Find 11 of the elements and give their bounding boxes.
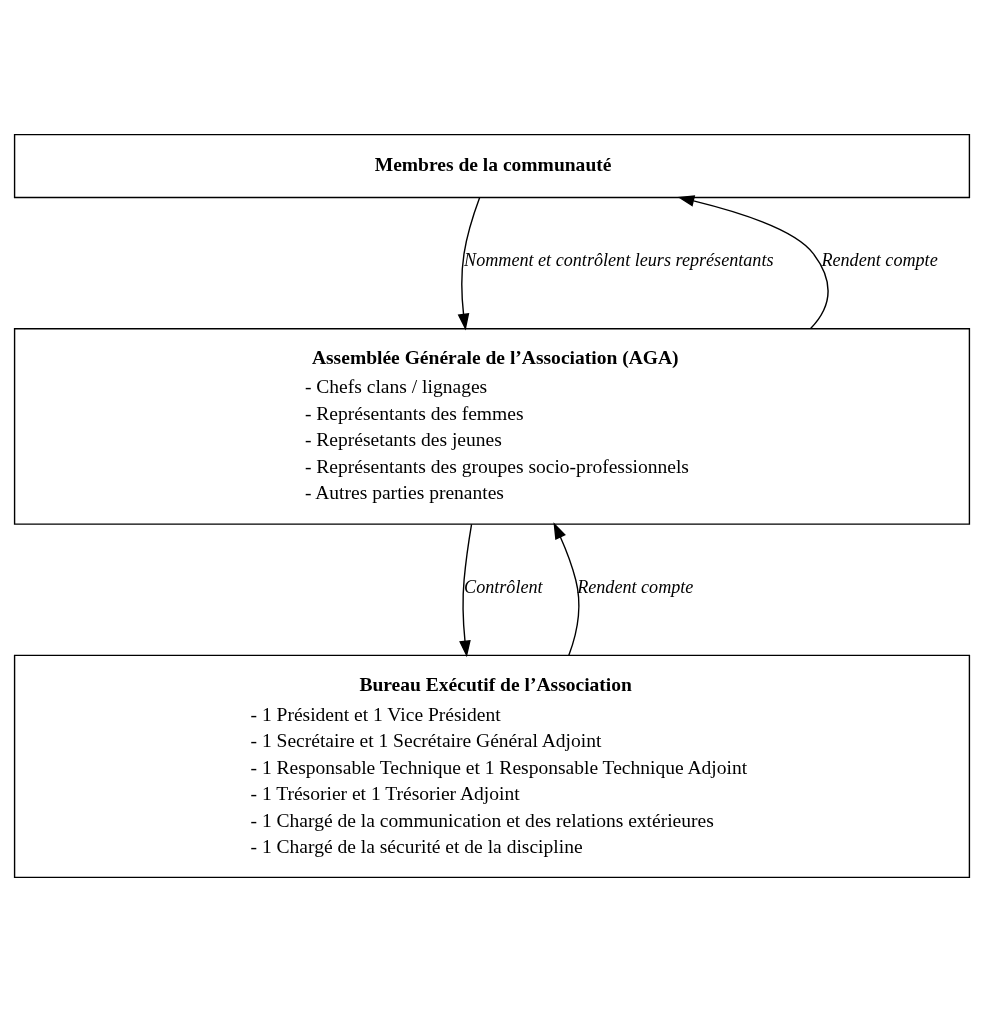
edge-label: Rendent compte <box>820 250 938 271</box>
node-box: Membres de la communauté <box>13 134 970 199</box>
arrow <box>457 196 480 331</box>
edge-label: Rendent compte <box>576 577 693 598</box>
arrow <box>552 522 580 656</box>
edge-label: Nomment et contrôlent leurs représentants <box>463 250 774 271</box>
node-box: Bureau Exécutif de l’Association - 1 Président et 1 Vice Président - 1 Secrétaire et 1 Secrétaire Général Adjoint - 1 Responsable Technique et 1 Responsable Technique Adjoint - 1 Trésorier et 1 Trésorier Adjoint - 1 Chargé de la communication et des relations extérieures - 1 Chargé de la sécurité et de la discipline <box>13 654 970 879</box>
edge-label: Contrôlent <box>463 577 543 598</box>
arrow <box>677 195 829 330</box>
node-box: Assemblée Générale de l’Association (AGA) - Chefs clans / lignages - Représentants des femmes - Représetants des jeunes - Représentants des groupes socio-professionnels - Autres parties prenantes <box>13 328 970 525</box>
arrow <box>458 523 472 658</box>
